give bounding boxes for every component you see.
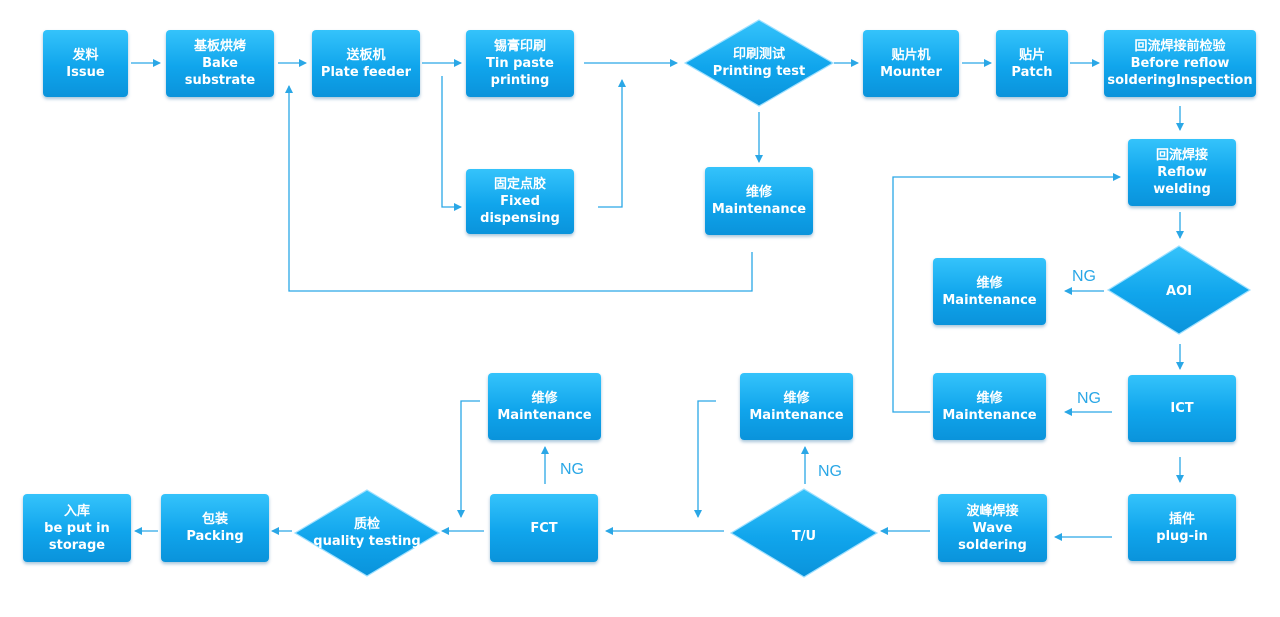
fixed-dispensing-cn: 固定点胶	[493, 177, 546, 192]
box-fct[interactable]: FCT	[490, 494, 598, 562]
box-maintenance-ict[interactable]: 维修 Maintenance	[933, 373, 1046, 440]
maint-ict-en: Maintenance	[942, 407, 1037, 423]
fixed-dispensing-en2: dispensing	[480, 211, 560, 226]
printing-test-cn: 印刷测试	[732, 47, 785, 62]
box-bake-substrate[interactable]: 基板烘烤 Bake substrate	[166, 30, 274, 97]
ng-tu-label: NG	[818, 463, 842, 480]
bake-cn: 基板烘烤	[193, 39, 246, 54]
maint-tu-en: Maintenance	[749, 407, 844, 423]
tin-paste-en1: Tin paste	[486, 56, 554, 71]
tin-paste-cn: 锡膏印刷	[493, 39, 546, 54]
aoi-label: AOI	[1108, 280, 1250, 302]
diamond-printing-test[interactable]	[683, 19, 835, 107]
box-tin-paste-printing[interactable]: 锡膏印刷 Tin paste printing	[466, 30, 574, 97]
bake-en2: substrate	[184, 73, 256, 88]
plugin-cn: 插件	[1168, 511, 1195, 527]
tu-label: T/U	[731, 525, 877, 547]
mounter-en: Mounter	[880, 64, 942, 80]
line-maintenance-bake	[285, 85, 753, 292]
box-packing[interactable]: 包装 Packing	[161, 494, 269, 562]
line-maintenance-quality	[457, 400, 480, 518]
line-maintenance-reflow	[892, 173, 1121, 413]
box-fixed-dispensing[interactable]: 固定点胶 Fixed dispensing	[466, 169, 574, 234]
box-wave-soldering[interactable]: 波峰焊接 Wave soldering	[938, 494, 1047, 562]
quality-cn: 质检	[353, 517, 380, 532]
reflow-en1: Reflow	[1157, 165, 1207, 180]
box-mounter[interactable]: 贴片机 Mounter	[863, 30, 959, 97]
tin-paste-en2: printing	[490, 73, 550, 88]
patch-en: Patch	[1011, 64, 1053, 80]
ng-fct-label: NG	[560, 461, 584, 478]
maint-fct-en: Maintenance	[497, 407, 592, 423]
reflow-en2: welding	[1153, 182, 1211, 197]
box-maintenance-tu[interactable]: 维修 Maintenance	[740, 373, 853, 440]
quality-label: 质检 quality testing	[295, 513, 439, 553]
maint-tu-cn: 维修	[783, 390, 810, 406]
box-plate-feeder[interactable]: 送板机 Plate feeder	[312, 30, 420, 97]
packing-cn: 包装	[201, 512, 228, 527]
maint-print-en: Maintenance	[711, 202, 807, 217]
printing-test-en: Printing test	[712, 64, 806, 79]
maint-print-cn: 维修	[745, 185, 772, 200]
line-dispensing-test	[598, 79, 626, 208]
plugin-en: plug-in	[1156, 528, 1208, 544]
ng-aoi-label: NG	[1072, 268, 1096, 285]
aoi-en: AOI	[1166, 283, 1192, 299]
diamond-quality[interactable]	[293, 489, 441, 577]
line-feeder-dispensing	[441, 76, 462, 211]
wave-en1: Wave	[972, 520, 1013, 536]
plate-feeder-en: Plate feeder	[320, 64, 412, 80]
maint-aoi-cn: 维修	[976, 275, 1003, 291]
storage-en1: be put in	[44, 520, 110, 536]
issue-cn: 发料	[72, 47, 99, 63]
storage-en2: storage	[48, 537, 106, 553]
reflow-cn: 回流焊接	[1155, 148, 1208, 163]
ict-en: ICT	[1170, 401, 1194, 416]
inspection-en1: Before reflow	[1130, 56, 1230, 71]
box-maintenance-aoi[interactable]: 维修 Maintenance	[933, 258, 1046, 325]
tu-en: T/U	[791, 528, 817, 544]
inspection-cn: 回流焊接前检验	[1134, 39, 1226, 54]
maint-aoi-en: Maintenance	[942, 292, 1037, 308]
box-plug-in[interactable]: 插件 plug-in	[1128, 494, 1236, 561]
box-ict[interactable]: ICT	[1128, 375, 1236, 442]
fct-en: FCT	[530, 520, 558, 536]
inspection-en2: solderingInspection	[1107, 73, 1253, 88]
box-storage[interactable]: 入库 be put in storage	[23, 494, 131, 562]
maint-ict-cn: 维修	[976, 390, 1003, 406]
storage-cn: 入库	[63, 503, 90, 519]
mounter-cn: 贴片机	[891, 47, 931, 63]
packing-en: Packing	[186, 529, 244, 544]
box-maintenance-printing[interactable]: 维修 Maintenance	[705, 167, 813, 235]
diamond-tu[interactable]	[729, 488, 879, 578]
fixed-dispensing-en1: Fixed	[500, 194, 540, 209]
box-patch[interactable]: 贴片 Patch	[996, 30, 1068, 97]
ng-ict-label: NG	[1077, 390, 1101, 407]
patch-cn: 贴片	[1018, 47, 1045, 63]
quality-en: quality testing	[313, 534, 421, 549]
box-maintenance-fct[interactable]: 维修 Maintenance	[488, 373, 601, 440]
plate-feeder-cn: 送板机	[346, 47, 386, 63]
printing-test-label: 印刷测试 Printing test	[685, 43, 833, 83]
box-issue[interactable]: 发料 Issue	[43, 30, 128, 97]
box-reflow-welding[interactable]: 回流焊接 Reflow welding	[1128, 139, 1236, 206]
maint-fct-cn: 维修	[531, 390, 558, 406]
wave-en2: soldering	[958, 537, 1027, 553]
wave-cn: 波峰焊接	[966, 503, 1019, 519]
issue-en: Issue	[66, 64, 105, 80]
box-before-reflow-inspection[interactable]: 回流焊接前检验 Before reflow solderingInspectio…	[1104, 30, 1256, 97]
diamond-aoi[interactable]	[1106, 245, 1252, 335]
line-maintenance-fct	[694, 400, 716, 518]
bake-en1: Bake	[202, 56, 238, 71]
